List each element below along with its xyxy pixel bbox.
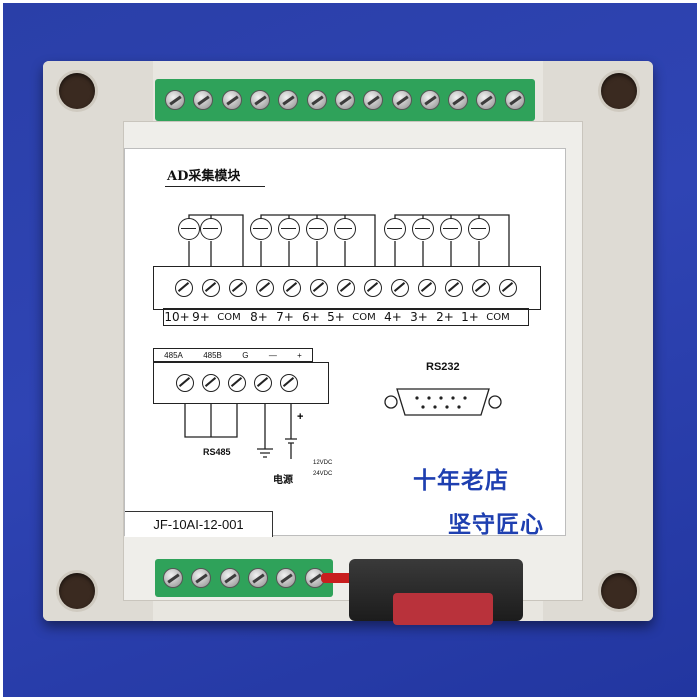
- terminal-screw-icon: [176, 374, 194, 392]
- db9-connector-shell: [393, 593, 493, 625]
- sensor-icon: [440, 218, 462, 242]
- terminal-screw-icon: [254, 374, 272, 392]
- terminal-screw-icon: [445, 279, 463, 297]
- terminal-label: 10+: [164, 310, 190, 324]
- terminal-label: 5+: [327, 310, 345, 324]
- screw-icon: [250, 90, 271, 110]
- rs232-label: RS232: [426, 361, 460, 373]
- rs485-pin-label: 485B: [203, 350, 222, 360]
- mount-hole-top-left: [59, 73, 95, 109]
- terminal-label: 1+: [461, 310, 479, 324]
- screw-icon: [391, 90, 412, 110]
- power-plus-sign: +: [297, 411, 304, 423]
- terminal-screw-icon: [229, 279, 247, 297]
- terminal-label: 8+: [250, 310, 268, 324]
- rs485-header: 485A 485B G — +: [153, 348, 313, 362]
- terminal-label: 4+: [384, 310, 402, 324]
- red-wire: [321, 573, 361, 583]
- sensor-icon: [178, 218, 200, 242]
- screw-icon: [278, 90, 299, 110]
- screw-icon: [476, 90, 497, 110]
- rs485-pin-label: G: [242, 350, 249, 360]
- rs485-label: RS485: [203, 447, 231, 457]
- terminal-label: COM: [486, 311, 510, 323]
- terminal-screw-icon: [391, 279, 409, 297]
- sensor-icon: [306, 218, 328, 242]
- rs485-pin-label: 485A: [164, 350, 183, 360]
- terminal-screw-icon: [310, 279, 328, 297]
- terminal-label: 9+: [192, 310, 210, 324]
- screw-icon: [306, 90, 327, 110]
- screw-icon: [163, 568, 184, 588]
- terminal-block-drawing: [153, 266, 541, 310]
- terminal-label: 3+: [410, 310, 428, 324]
- terminal-screw-icon: [256, 279, 274, 297]
- terminal-label: COM: [352, 311, 376, 323]
- screw-icon: [165, 90, 186, 110]
- screw-icon: [504, 90, 525, 110]
- wiring-label: AD采集模块 10+ 9+: [124, 148, 566, 538]
- terminal-label: COM: [217, 311, 241, 323]
- rs485-pin-label: +: [297, 350, 302, 360]
- title-underline: [165, 186, 265, 187]
- terminal-label: 7+: [276, 310, 294, 324]
- sensor-icon: [468, 218, 490, 242]
- terminal-label-row: 10+ 9+ COM 8+ 7+ 6+ 5+ COM 4+ 3+ 2+ 1+ C…: [163, 308, 529, 326]
- sensor-icon: [384, 218, 406, 242]
- terminal-screw-icon: [337, 279, 355, 297]
- mount-hole-bottom-right: [601, 573, 637, 609]
- terminal-screw-icon: [280, 374, 298, 392]
- terminal-screw-icon: [175, 279, 193, 297]
- sensor-icon: [250, 218, 272, 242]
- screw-icon: [419, 90, 440, 110]
- screw-icon: [363, 90, 384, 110]
- sensor-icon: [412, 218, 434, 242]
- sensor-icon: [278, 218, 300, 242]
- sensor-icon: [200, 218, 222, 242]
- terminal-screw-icon: [283, 279, 301, 297]
- screw-icon: [276, 568, 297, 588]
- terminal-screw-icon: [228, 374, 246, 392]
- terminal-screw-icon: [472, 279, 490, 297]
- slogan-line-2: 坚守匠心: [448, 511, 544, 538]
- module-title: AD采集模块: [167, 169, 241, 184]
- terminal-screw-icon: [418, 279, 436, 297]
- screw-icon: [219, 568, 240, 588]
- terminal-screw-icon: [202, 279, 220, 297]
- power-label: 电源: [273, 475, 293, 486]
- mount-hole-bottom-left: [59, 573, 95, 609]
- sensor-icon: [334, 218, 356, 242]
- model-number: JF-10AI-12-001: [125, 511, 273, 537]
- rs485-pin-label: —: [268, 350, 277, 360]
- screw-icon: [448, 90, 469, 110]
- voltage-12vdc: 12VDC: [313, 460, 333, 466]
- top-terminal-block: [155, 79, 535, 121]
- terminal-screw-icon: [364, 279, 382, 297]
- voltage-24vdc: 24VDC: [313, 471, 333, 477]
- screw-icon: [191, 568, 212, 588]
- screw-icon: [334, 90, 355, 110]
- bottom-terminal-block: [155, 559, 333, 597]
- screw-icon: [193, 90, 214, 110]
- screw-icon: [248, 568, 269, 588]
- terminal-screw-icon: [202, 374, 220, 392]
- terminal-screw-icon: [499, 279, 517, 297]
- screw-icon: [221, 90, 242, 110]
- terminal-label: 2+: [436, 310, 454, 324]
- slogan-line-1: 十年老店: [413, 467, 509, 494]
- mount-hole-top-right: [601, 73, 637, 109]
- rs485-terminal-drawing: [153, 362, 329, 404]
- terminal-label: 6+: [302, 310, 320, 324]
